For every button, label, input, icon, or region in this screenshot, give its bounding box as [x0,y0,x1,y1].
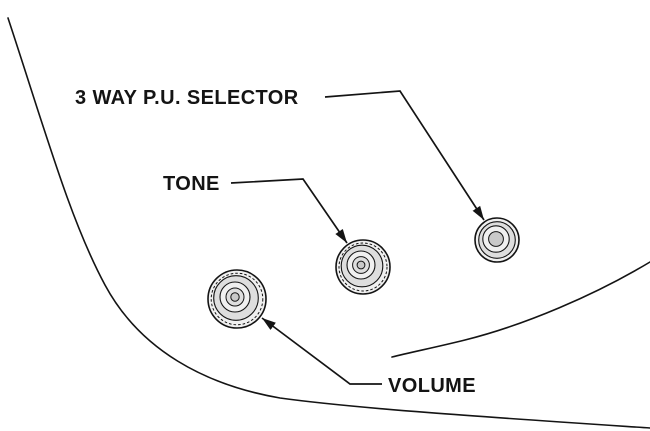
body-outline-right [391,261,650,358]
tone-label: TONE [163,173,220,195]
volume-label: VOLUME [388,375,476,397]
volume-knob [207,269,267,329]
tone-leader-arrow [230,178,348,244]
volume-leader-arrow [261,317,382,385]
selector-leader-arrow [324,90,485,221]
pickup-selector-knob [474,217,520,263]
selector-label: 3 WAY P.U. SELECTOR [75,87,299,109]
tone-knob [335,239,391,295]
body-outline-left [7,17,650,429]
